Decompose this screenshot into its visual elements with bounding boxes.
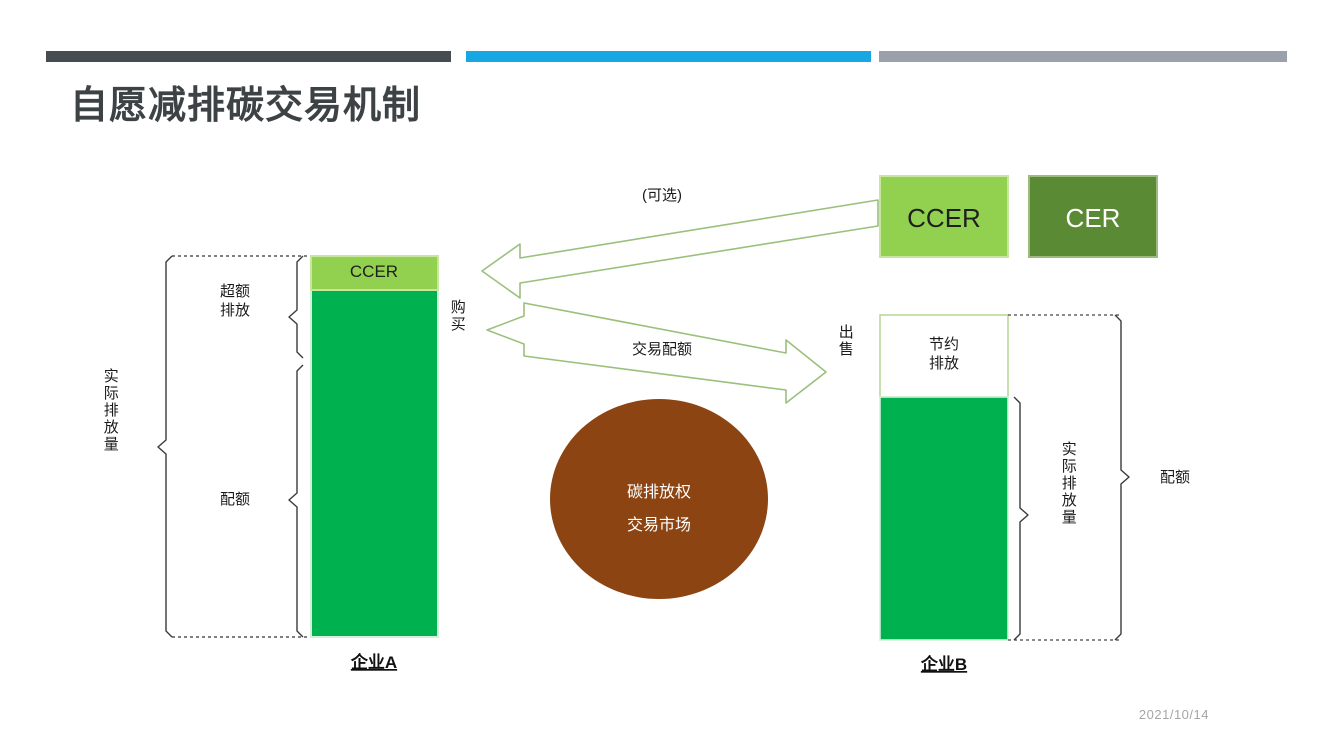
company-b-name: 企业B [920,654,967,674]
right-quota-label: 配额 [1160,469,1190,486]
quota-trade-arrow-label: 交易配额 [632,340,692,358]
left-inner-brace-quota [288,364,304,638]
left-segment-label-quota: 配额 [210,490,260,509]
company-a-ccer-cap [310,255,439,291]
optional-credit-arrow [481,199,879,299]
quota-trade-arrow [486,302,827,404]
page-title: 自愿减排碳交易机制 [70,85,422,127]
credit-box-cer[interactable] [1028,175,1158,258]
carbon-market-line1: 碳排放权 [627,483,691,501]
credit-box-ccer-label: CCER [907,203,981,233]
company-b-saved-box [879,314,1009,398]
company-a-emission-bar [310,289,439,638]
left-segment-label-quota-text: 配额 [219,491,250,508]
company-a-ccer-cap-label: CCER [350,262,398,281]
carbon-market-ellipse [550,399,768,599]
right-side-label-sell: 出售 [836,324,854,358]
header-rule-dark [46,51,451,62]
credit-box-ccer[interactable] [879,175,1009,258]
left-outer-brace [157,255,173,638]
header-rule-group [0,51,1333,62]
right-inner-brace-label: 实际排放量 [1059,441,1077,526]
left-segment-label-excess: 超额排放 [204,282,266,320]
right-saved-box-label-text: 节约排放 [928,336,959,373]
left-outer-brace-label: 实际排放量 [101,368,119,453]
company-b-emission-bar [879,396,1009,641]
company-a-name: 企业A [350,652,397,672]
header-rule-blue [466,51,871,62]
left-segment-label-excess-text: 超额排放 [219,283,250,320]
right-saved-box-label: 节约排放 [913,335,975,373]
carbon-market-line2: 交易市场 [627,516,691,534]
right-inner-brace-actual [1013,396,1029,641]
header-rule-gray [879,51,1287,62]
left-side-label-buy: 购买 [448,299,466,333]
optional-credit-arrow-label: (可选) [642,187,682,204]
slide-date: 2021/10/14 [1138,707,1209,722]
right-outer-brace-quota [1114,314,1130,641]
credit-box-cer-label: CER [1066,203,1121,233]
left-inner-brace-excess [288,255,304,359]
